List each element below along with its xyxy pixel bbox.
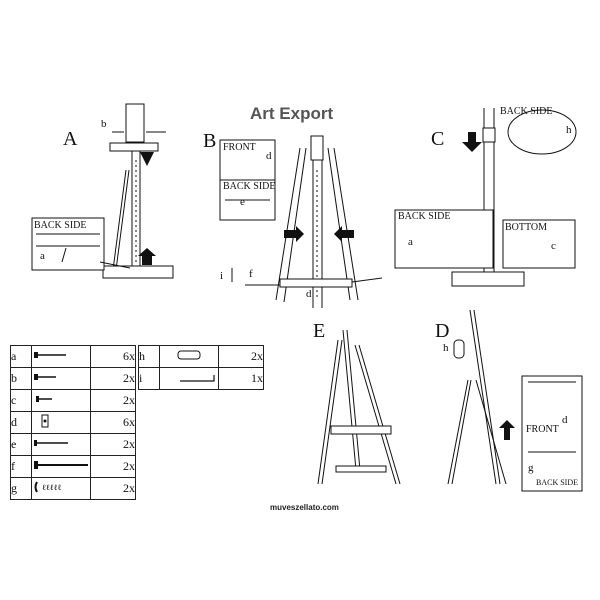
long-screw-icon: [31, 345, 91, 368]
part-key: e: [10, 433, 32, 456]
part-label-e-b: e: [240, 196, 245, 208]
front-label-d: FRONT: [526, 424, 559, 435]
rod-icon: [31, 455, 91, 478]
parts-row-d: d 6x: [10, 411, 136, 434]
part-quantity: 2x: [90, 477, 136, 500]
step-label-b: B: [203, 130, 217, 152]
parts-row-i: i 1x: [138, 367, 264, 390]
part-quantity: 6x: [90, 345, 136, 368]
short-screw-icon: [31, 367, 91, 390]
part-quantity: 2x: [90, 433, 136, 456]
part-quantity: 6x: [90, 411, 136, 434]
part-key: d: [10, 411, 32, 434]
part-label-a: a: [40, 250, 45, 262]
part-label-d-b: d: [266, 150, 272, 162]
part-key: g: [10, 477, 32, 500]
parts-row-b: b 2x: [10, 367, 136, 390]
down-arrow-icon: [140, 152, 154, 166]
part-quantity: 2x: [90, 367, 136, 390]
parts-list-left: a 6x b 2x c 2x d 6x e 2x f 2x g ℓℓℓℓℓ 2x: [10, 345, 136, 500]
part-quantity: 2x: [90, 389, 136, 412]
parts-row-c: c 2x: [10, 389, 136, 412]
part-label-b: b: [101, 118, 107, 130]
back-side-label-c2: BACK SIDE: [398, 211, 451, 222]
nut-set-icon: ℓℓℓℓℓ: [31, 477, 91, 500]
step-label-c: C: [431, 128, 445, 150]
parts-list-right: h 2x i 1x: [138, 345, 264, 390]
part-label-h-d: h: [443, 342, 449, 354]
part-label-i-b: i: [220, 270, 224, 282]
website-label: muveszellato.com: [270, 503, 339, 512]
long-bolt-icon: [31, 433, 91, 456]
parts-row-f: f 2x: [10, 455, 136, 478]
parts-row-a: a 6x: [10, 345, 136, 368]
parts-row-h: h 2x: [138, 345, 264, 368]
part-key: i: [138, 367, 160, 390]
part-label-d2-b: d: [306, 288, 312, 300]
part-label-h-c: h: [566, 124, 572, 136]
back-side-label-c: BACK SIDE: [500, 106, 553, 117]
part-key: b: [10, 367, 32, 390]
part-key: f: [10, 455, 32, 478]
part-label-a-c: a: [408, 236, 413, 248]
down-arrow-icon: [462, 132, 482, 152]
part-label-c-c: c: [551, 240, 556, 252]
up-arrow-icon: [499, 420, 515, 440]
parts-row-e: e 2x: [10, 433, 136, 456]
part-key: a: [10, 345, 32, 368]
right-arrow-icon: [284, 226, 304, 242]
step-label-e: E: [313, 320, 326, 342]
small-bolt-icon: [31, 389, 91, 412]
part-key: h: [138, 345, 160, 368]
bottom-label-c: BOTTOM: [505, 222, 548, 233]
diagram-title: Art Export: [250, 104, 334, 123]
back-side-label-a: BACK SIDE: [34, 220, 87, 231]
back-side-label-d: BACK SIDE: [536, 478, 579, 487]
part-label-d-d: d: [562, 414, 568, 426]
part-key: c: [10, 389, 32, 412]
part-quantity: 1x: [218, 367, 264, 390]
hex-key-icon: [159, 367, 219, 390]
svg-text:ℓℓℓℓℓ: ℓℓℓℓℓ: [42, 483, 61, 492]
left-arrow-icon: [334, 226, 354, 242]
step-label-d: D: [435, 320, 450, 342]
part-label-f-b: f: [249, 268, 253, 280]
part-quantity: 2x: [218, 345, 264, 368]
bracket-icon: [31, 411, 91, 434]
step-label-a: A: [63, 128, 78, 150]
knob-icon: [159, 345, 219, 368]
parts-row-g: g ℓℓℓℓℓ 2x: [10, 477, 136, 500]
part-label-g-d: g: [528, 462, 534, 474]
up-arrow-icon: [138, 248, 156, 265]
front-label-b: FRONT: [223, 142, 256, 153]
part-quantity: 2x: [90, 455, 136, 478]
back-side-label-b: BACK SIDE: [223, 181, 276, 192]
